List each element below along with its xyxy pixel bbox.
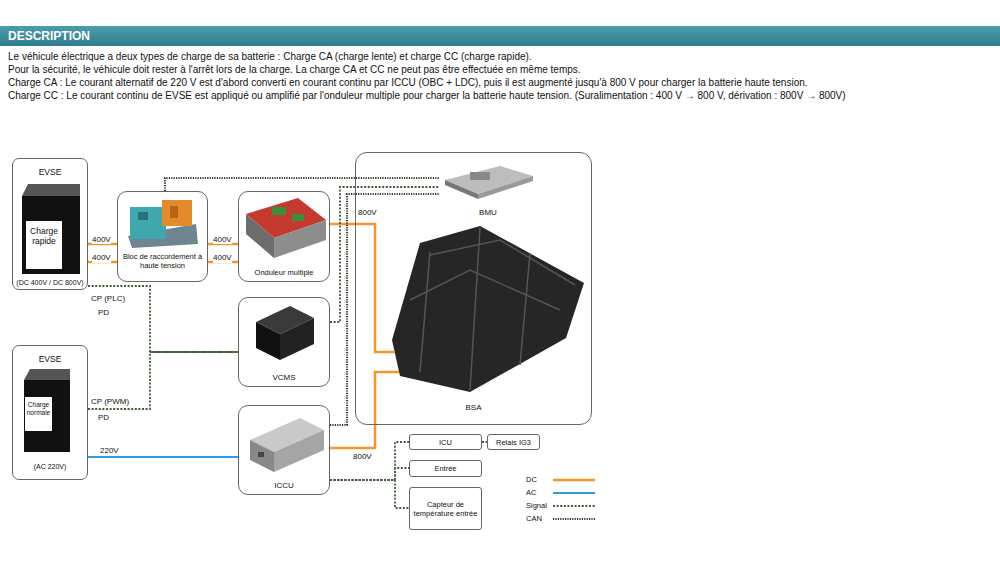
legend-sample-signal: [553, 505, 595, 507]
edge-label: 800V: [358, 208, 377, 218]
can-line: [330, 194, 439, 425]
signal-line: [88, 352, 238, 409]
battery-module-line: [430, 240, 575, 285]
signal-line: [330, 468, 409, 480]
battery-module-line: [520, 253, 530, 365]
charger-top: [22, 184, 80, 196]
node-label: ICCU: [239, 481, 329, 491]
component-box: EVSE Charge rapide (DC 400V / DC 800V): [12, 158, 88, 290]
dc-cable: [330, 223, 355, 226]
node-label: Onduleur multiple: [239, 268, 329, 277]
node-label: VCMS: [239, 373, 329, 383]
ac-cable: [88, 456, 238, 458]
node-label: Entrée: [412, 464, 479, 473]
battery-module-line: [470, 228, 480, 390]
node-label: Relais IG3: [490, 438, 537, 447]
legend-sample-dc: [553, 479, 595, 482]
legend-label: CAN: [526, 514, 542, 523]
inverter-side: [274, 220, 326, 258]
node-sublabel: Charge rapide: [26, 227, 62, 247]
legend-label: AC: [526, 488, 536, 497]
signal-line: [88, 286, 238, 352]
junction-housing: [130, 207, 166, 239]
battery-pack: [392, 226, 584, 392]
signal-name: PD: [98, 308, 109, 318]
vcms-side: [280, 318, 314, 360]
description-text: Charge CC : Le courant continu de EVSE e…: [8, 90, 846, 102]
header-bar: [0, 26, 1000, 46]
legend-label: DC: [526, 475, 537, 484]
node-label: BMU: [439, 208, 537, 218]
node-sublabel: (DC 400V / DC 800V): [13, 279, 87, 287]
iccu-front: [250, 440, 274, 472]
signal-line: [330, 480, 409, 508]
charger-panel: [25, 397, 52, 431]
iccu-side: [274, 430, 324, 472]
charger-body: [24, 380, 70, 452]
component-box: ICCU: [238, 405, 330, 495]
edge-label: 800V: [353, 452, 372, 462]
node-label: ICU: [412, 438, 479, 447]
label-box: Relais IG3: [487, 434, 540, 450]
iccu-connector: [258, 452, 264, 457]
label-box: ICU: [409, 434, 482, 450]
node-label: EVSE: [13, 167, 87, 177]
component-box: EVSE Charge normale (AC 220V): [12, 345, 88, 480]
component-box: VCMS: [238, 297, 330, 387]
dc-cable: [375, 372, 399, 425]
node-sublabel: Charge normale: [25, 401, 52, 416]
edge-label: CP (PWM): [91, 397, 129, 407]
edge-label: 400V: [92, 253, 111, 263]
legend-sample-can: [553, 518, 595, 520]
dc-cable: [330, 425, 375, 448]
edge-label: 400V: [213, 253, 232, 263]
component-box: Bloc de raccordement à haute tension: [117, 191, 208, 282]
battery-module-line: [410, 270, 560, 310]
label-box: Entrée: [409, 460, 482, 477]
node-label: Bloc de raccordement à haute tension: [118, 252, 207, 270]
charger-body: [22, 196, 80, 274]
junction-detail: [138, 212, 148, 220]
node-label: EVSE: [13, 354, 87, 364]
label-box: Capteur de température entrée: [409, 487, 482, 530]
edge-label: 400V: [92, 235, 111, 245]
node-label: Capteur de température entrée: [412, 500, 479, 518]
section-title: DESCRIPTION: [8, 29, 90, 43]
edge-label: CP (PLC): [91, 294, 125, 304]
bmu-detail: [470, 172, 490, 180]
component-item: BMU: [439, 163, 537, 221]
junction-detail: [170, 206, 178, 218]
description-text: Le véhicule électrique a deux types de c…: [8, 51, 532, 63]
edge-label: 400V: [213, 235, 232, 245]
signal-line: [330, 442, 409, 480]
bmu-front: [445, 180, 478, 199]
description-text: Charge CA : Le courant alternatif de 220…: [8, 77, 808, 89]
charger-top: [24, 369, 70, 380]
node-sublabel: (AC 220V): [13, 463, 87, 471]
dc-cable: [355, 224, 395, 352]
node-label: BSA: [356, 403, 591, 413]
component-box: Onduleur multiple: [238, 191, 330, 282]
junction-terminal: [162, 200, 192, 226]
edge-label: 220V: [100, 446, 119, 456]
inverter-board: [292, 214, 304, 221]
vcms-front: [256, 322, 280, 360]
legend-sample-ac: [553, 492, 595, 494]
inverter-front: [246, 214, 274, 258]
legend-label: Signal: [526, 501, 547, 510]
charger-panel: [26, 221, 62, 269]
signal-name: PD: [98, 413, 109, 423]
can-line: [165, 178, 439, 191]
battery-module-line: [420, 252, 430, 372]
component-box: BSA BMU: [355, 152, 592, 425]
description-text: Pour la sécurité, le véhicule doit reste…: [8, 64, 581, 76]
inverter-board: [272, 207, 286, 215]
